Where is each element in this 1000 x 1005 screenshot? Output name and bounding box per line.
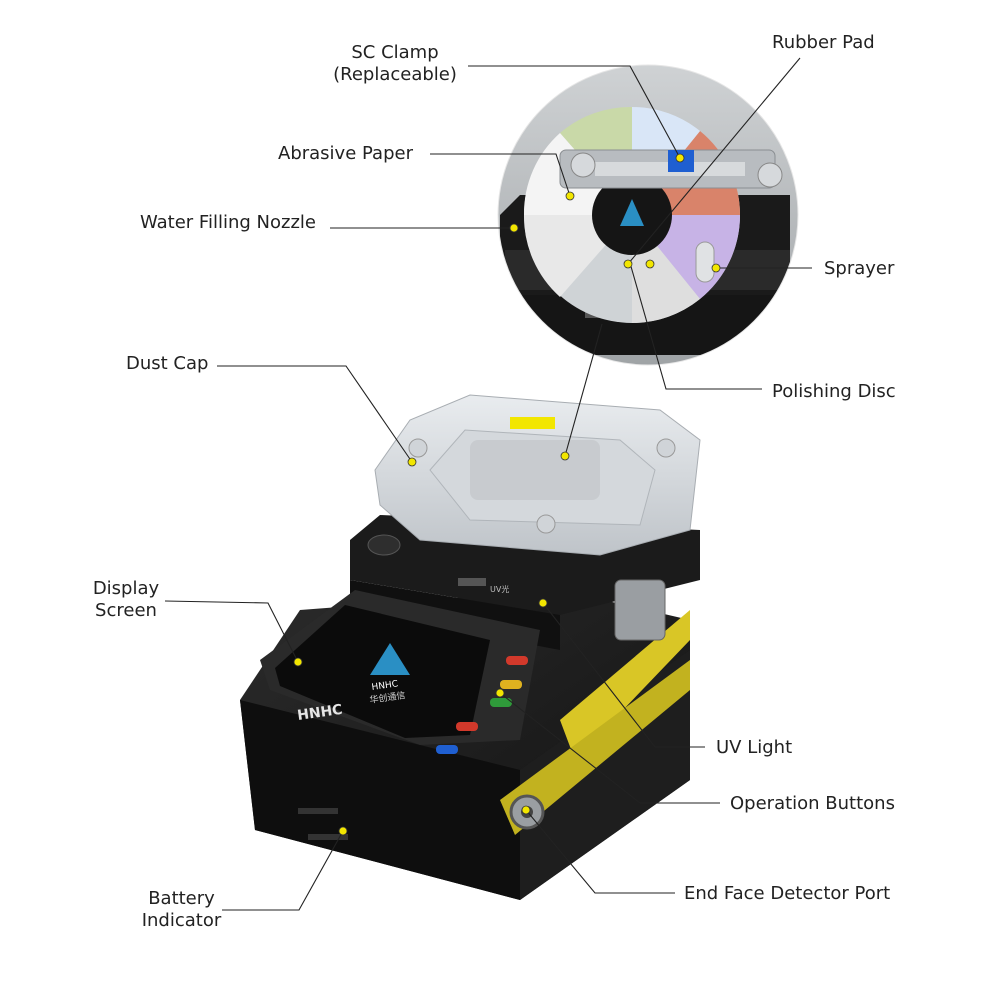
label-sc-clamp-line1: SC Clamp — [351, 42, 439, 63]
callout-line-rubber-pad — [627, 57, 801, 265]
marker-operation-buttons — [495, 688, 505, 698]
callout-line-polishing-disc — [629, 262, 762, 390]
marker-detector-port — [521, 805, 531, 815]
marker-dust-cap — [407, 457, 417, 467]
callout-line-operation-buttons — [499, 692, 720, 804]
label-end-face-detector-port: End Face Detector Port — [684, 883, 891, 904]
callout-line-uv-light — [542, 602, 705, 748]
dust-cap-art — [374, 394, 701, 556]
operation-buttons-art — [436, 656, 528, 754]
label-operation-buttons: Operation Buttons — [730, 793, 895, 814]
polishing-machine: HNHC 华创通信 HNHC UV光 — [240, 394, 701, 900]
label-display-screen-line2: Screen — [95, 600, 157, 621]
callout-line-abrasive-paper — [430, 153, 571, 197]
label-display-screen-line1: Display — [92, 578, 160, 599]
label-water-filling-nozzle: Water Filling Nozzle — [140, 212, 316, 233]
magnified-inset — [497, 64, 799, 366]
marker-dots — [293, 153, 721, 836]
marker-polishing-disc — [645, 259, 655, 269]
bezel-brand: HNHC — [296, 702, 343, 724]
marker-battery — [338, 826, 348, 836]
label-uv-light: UV Light — [716, 737, 793, 758]
marker-abrasive-paper — [565, 191, 575, 201]
callout-line-detector-port — [525, 809, 675, 894]
marker-uv-light — [538, 598, 548, 608]
callout-line-dust-cap — [217, 365, 413, 463]
marker-rubber-pad — [623, 259, 633, 269]
callout-line-dust-cap-top — [564, 323, 603, 457]
polishing-disc-art — [523, 106, 741, 324]
label-display-screen: Display Screen — [86, 578, 166, 622]
label-sc-clamp: SC Clamp (Replaceable) — [330, 42, 460, 86]
marker-sprayer — [711, 263, 721, 273]
screen-brand: HNHC — [371, 679, 399, 693]
label-dust-cap: Dust Cap — [126, 353, 209, 374]
accent-stripe — [560, 610, 690, 760]
callout-line-battery — [222, 830, 344, 911]
label-battery-indicator-line2: Indicator — [141, 910, 222, 931]
label-battery-indicator: Battery Indicator — [134, 888, 229, 932]
callout-line-display-screen — [164, 600, 299, 663]
label-rubber-pad: Rubber Pad — [772, 32, 875, 53]
uv-marking: UV光 — [490, 584, 509, 594]
callout-lines — [164, 57, 812, 911]
label-polishing-disc: Polishing Disc — [772, 381, 896, 402]
marker-dust-cap-top — [560, 451, 570, 461]
callout-line-sc-clamp — [468, 65, 681, 159]
marker-sc-clamp — [675, 153, 685, 163]
label-battery-indicator-line1: Battery — [148, 888, 215, 909]
label-sprayer: Sprayer — [824, 258, 895, 279]
label-abrasive-paper: Abrasive Paper — [278, 143, 413, 164]
marker-water-nozzle — [509, 223, 519, 233]
marker-display-screen — [293, 657, 303, 667]
label-sc-clamp-line2: (Replaceable) — [333, 64, 457, 85]
